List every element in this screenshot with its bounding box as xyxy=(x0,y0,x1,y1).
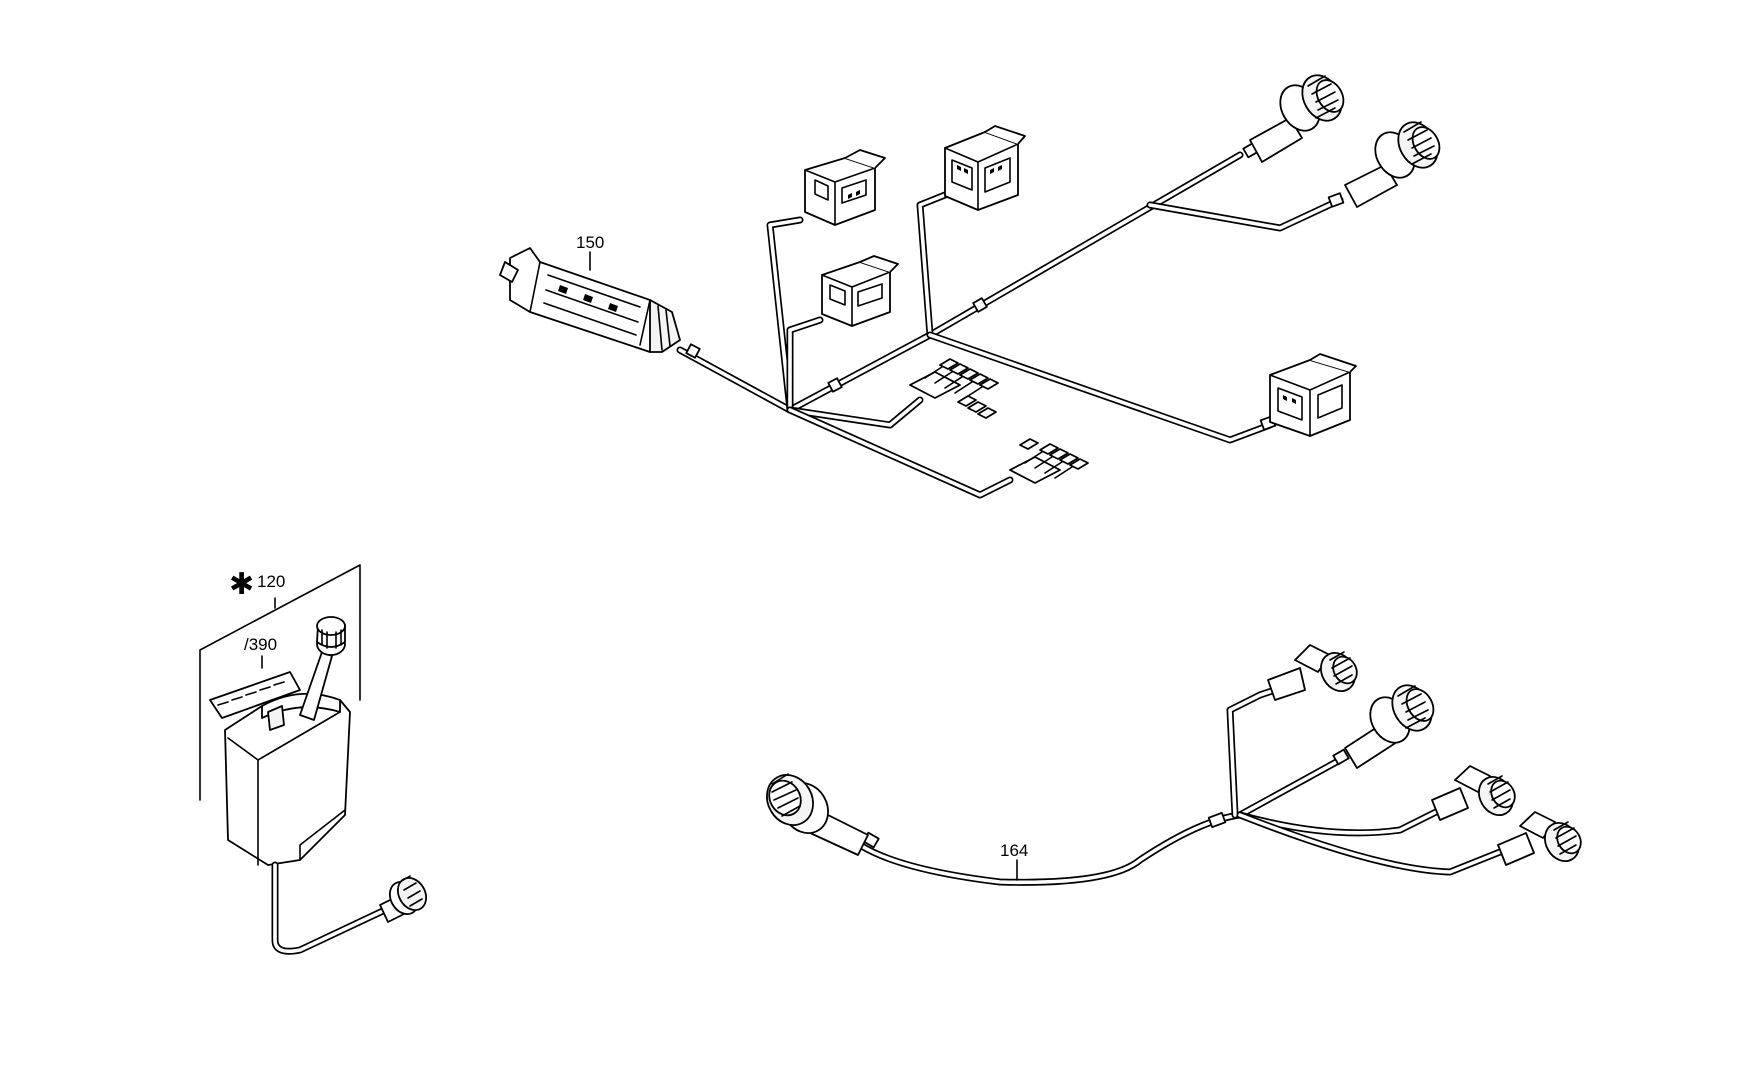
terminal-group-2 xyxy=(1009,438,1089,484)
angled-connector-2 xyxy=(1431,765,1516,821)
harness-164-wires xyxy=(856,686,1509,886)
harness-150: 150 xyxy=(499,74,1441,499)
switch-assembly-120: ✱ 120 /390 xyxy=(199,564,428,955)
terminal-group-1 xyxy=(909,358,999,419)
selector-switch xyxy=(209,616,351,866)
angled-connector-1 xyxy=(1267,644,1358,701)
label-390: /390 xyxy=(244,635,277,654)
connector-block-2 xyxy=(821,255,899,327)
harness-164: 164 xyxy=(766,644,1582,886)
label-164: 164 xyxy=(1000,841,1028,860)
connector-block-4 xyxy=(1269,353,1357,437)
round-connector-2 xyxy=(1344,121,1441,208)
round-connector-4 xyxy=(1344,684,1435,769)
assembly-bracket xyxy=(199,564,361,801)
label-120: 120 xyxy=(257,572,285,591)
switch-cable xyxy=(271,861,428,955)
ecu-connector xyxy=(499,247,681,353)
harness-150-wires xyxy=(676,141,1345,499)
asterisk-icon: ✱ xyxy=(229,567,254,602)
connector-block-3 xyxy=(944,125,1026,211)
connector-block-1 xyxy=(804,149,886,226)
label-150: 150 xyxy=(576,233,604,252)
round-connector-3 xyxy=(766,773,869,856)
angled-connector-3 xyxy=(1497,811,1582,866)
round-connector-1 xyxy=(1249,74,1345,163)
